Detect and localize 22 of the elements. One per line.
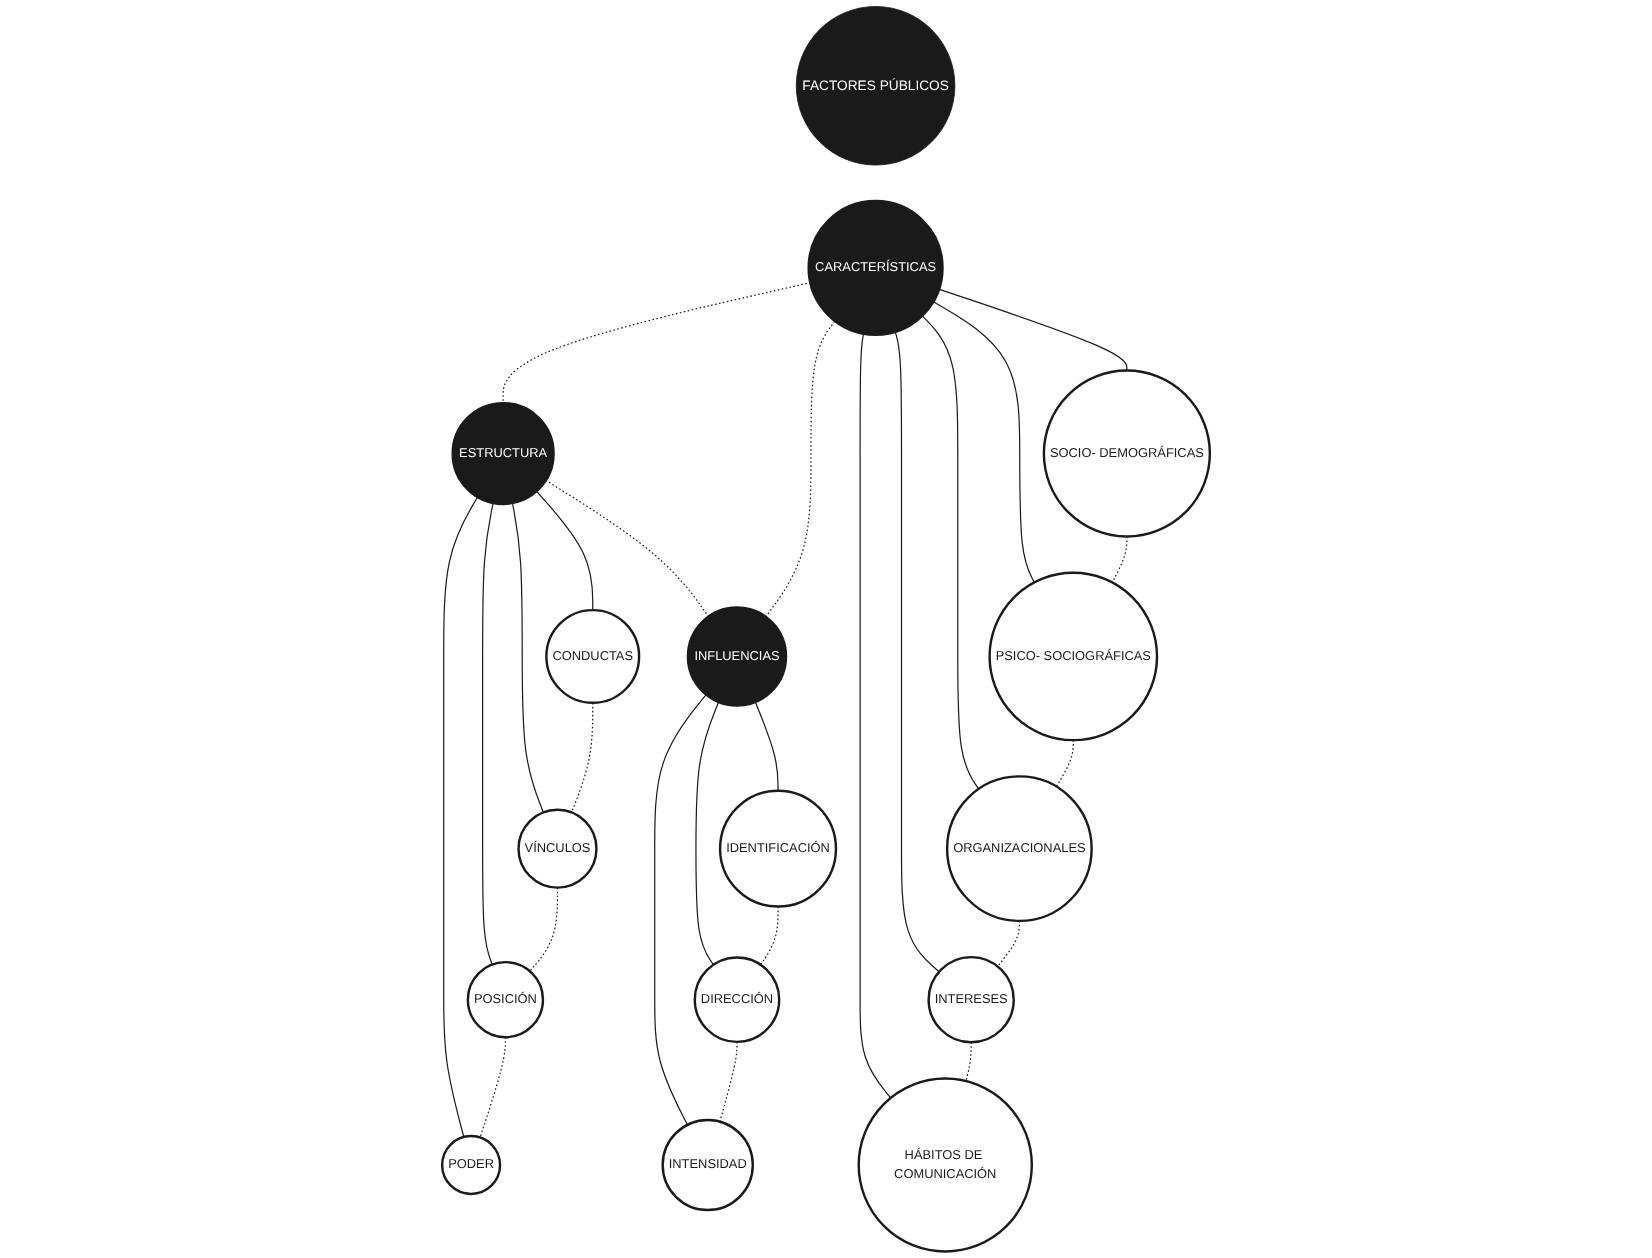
connector: [571, 702, 594, 813]
connector: [502, 281, 812, 405]
connector: [997, 920, 1020, 967]
connector: [654, 693, 708, 1126]
connector: [965, 1041, 972, 1082]
connector: [894, 330, 940, 973]
connector: [938, 288, 1128, 372]
connector: [760, 905, 779, 966]
connector: [695, 700, 720, 966]
connector: [921, 314, 980, 790]
connector: [764, 320, 836, 618]
connector: [482, 502, 494, 966]
connector: [859, 332, 892, 1099]
connector: [544, 479, 710, 618]
connector: [479, 1036, 506, 1139]
connector: [511, 502, 544, 813]
connector: [535, 490, 594, 611]
connector: [1111, 535, 1128, 583]
connector: [529, 887, 559, 972]
connector: [754, 700, 779, 792]
connector: [443, 496, 479, 1138]
connector: [932, 300, 1035, 583]
